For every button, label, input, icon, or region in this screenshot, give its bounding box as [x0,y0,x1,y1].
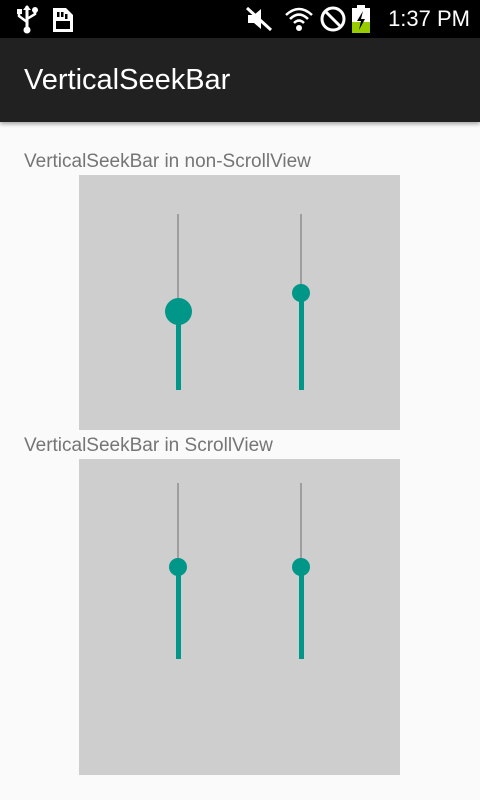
seekbar-progress [299,567,304,659]
status-bar: 1:37 PM [0,0,480,38]
seekbar-thumb[interactable] [169,558,187,576]
section-label-non-scrollview: VerticalSeekBar in non-ScrollView [24,151,311,172]
vertical-seekbar[interactable] [163,214,193,390]
vertical-seekbar[interactable] [286,214,316,390]
section-label-scrollview: VerticalSeekBar in ScrollView [24,435,273,456]
vertical-seekbar[interactable] [286,483,316,659]
seekbar-progress [176,567,181,659]
vertical-seekbar[interactable] [163,483,193,659]
seekbar-thumb[interactable] [292,284,310,302]
wifi-icon [285,7,313,31]
seekbar-panel-scrollview[interactable] [79,459,400,775]
seekbar-progress [176,311,181,390]
clock: 1:37 PM [388,6,470,31]
app-bar: VerticalSeekBar [0,38,480,122]
battery-charging-icon [352,5,370,33]
seekbar-thumb[interactable] [292,558,310,576]
app-title: VerticalSeekBar [24,64,231,96]
seekbar-thumb[interactable] [164,297,192,325]
no-signal-icon [320,6,346,32]
mute-icon [245,6,273,32]
seekbar-panel-non-scrollview [79,175,400,430]
sd-card-icon [53,8,73,32]
seekbar-progress [299,293,304,390]
usb-icon [17,5,38,34]
